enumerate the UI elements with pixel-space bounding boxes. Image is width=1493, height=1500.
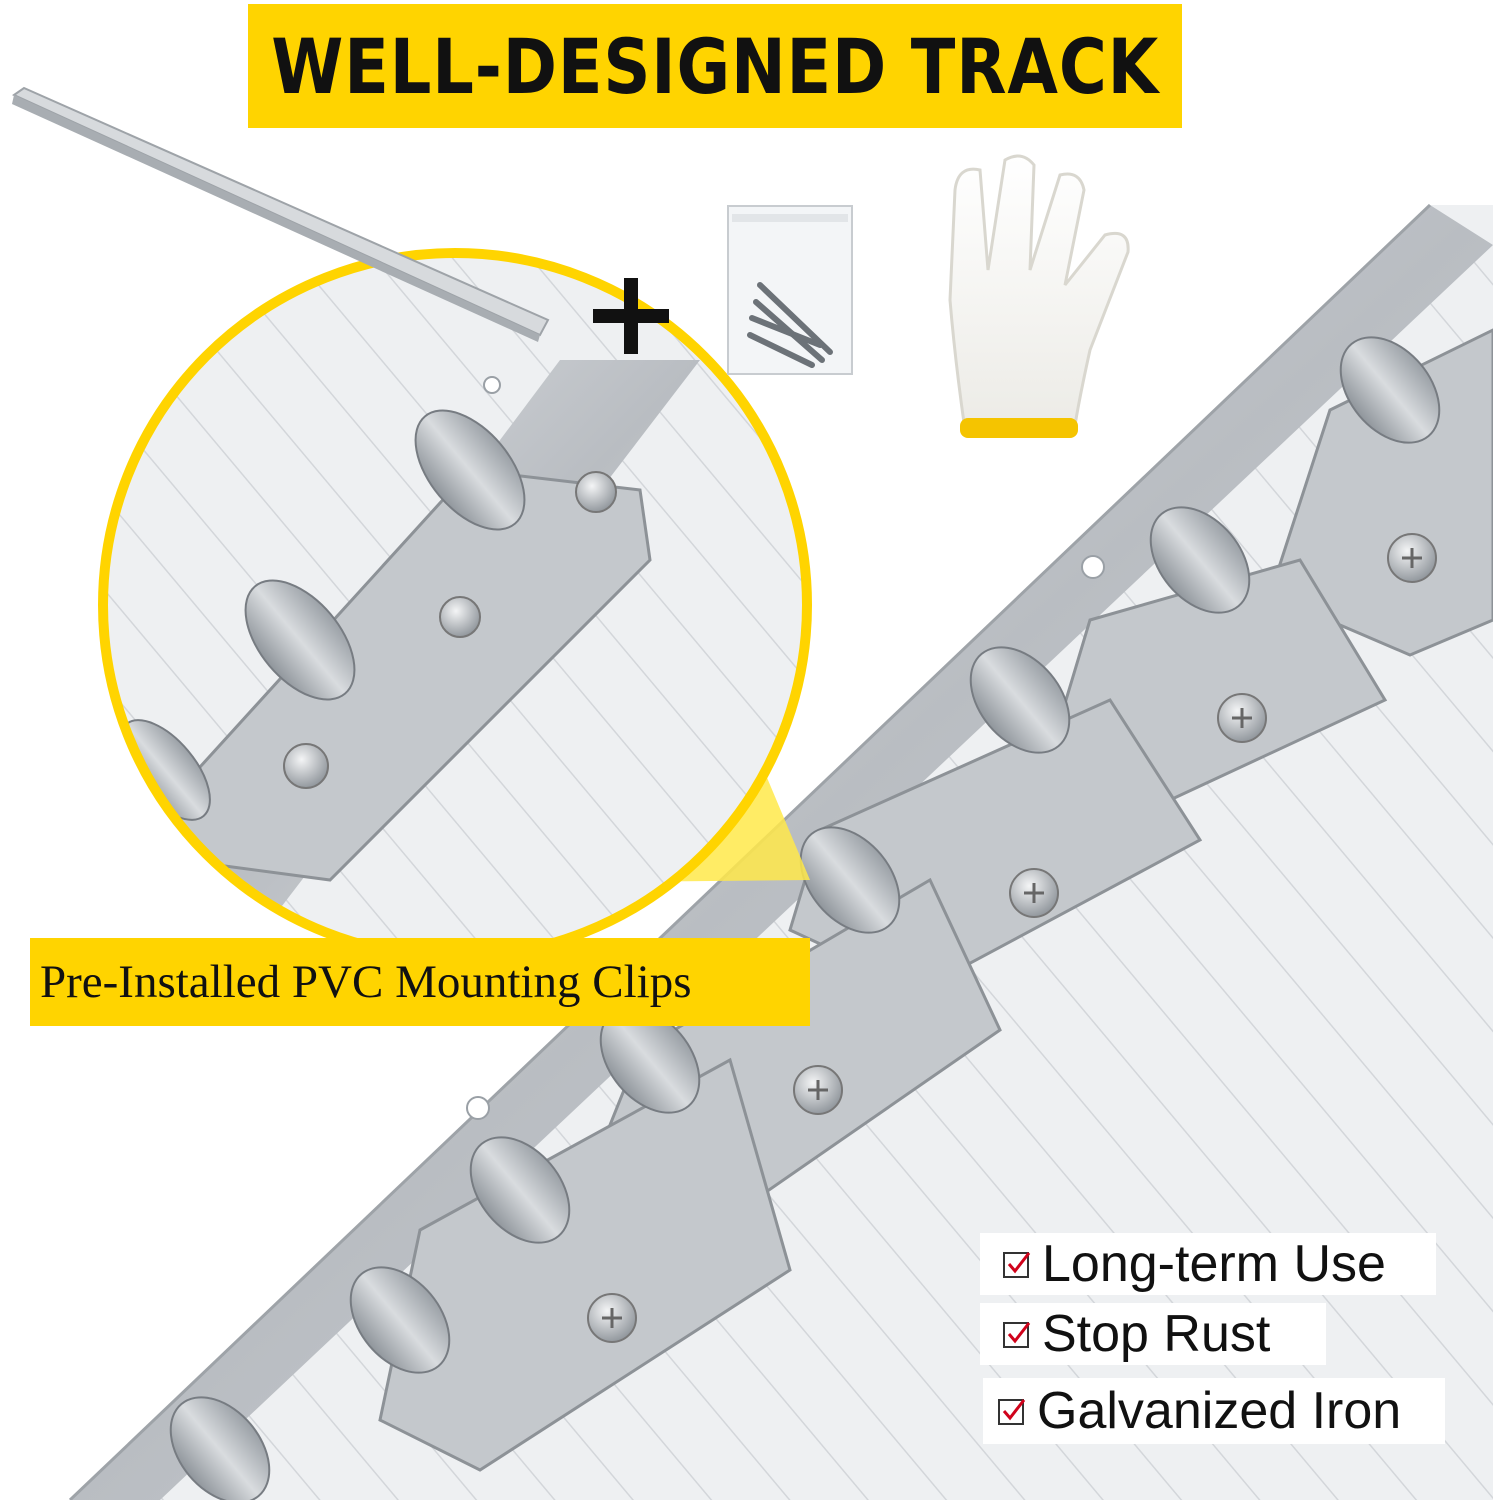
feature-long-term-use: Long-term Use: [980, 1233, 1436, 1295]
clip-callout-label: Pre-Installed PVC Mounting Clips: [30, 938, 810, 1026]
plus-icon: [593, 278, 669, 354]
feature-galvanized-iron: Galvanized Iron: [983, 1378, 1445, 1444]
page-title: WELL-DESIGNED TRACK: [271, 21, 1159, 111]
feature-stop-rust: Stop Rust: [980, 1303, 1326, 1365]
clip-callout-text: Pre-Installed PVC Mounting Clips: [40, 956, 692, 1008]
track-rail-image: [11, 86, 550, 342]
screw-bag-image: [727, 205, 853, 375]
title-banner: WELL-DESIGNED TRACK: [248, 4, 1182, 128]
checkbox-checked-icon: [1003, 1322, 1031, 1348]
checkbox-checked-icon: [1003, 1252, 1031, 1278]
glove-image: [948, 154, 1130, 438]
magnifier-circle: [98, 248, 812, 962]
feature-label: Long-term Use: [1042, 1235, 1386, 1293]
checkbox-checked-icon: [998, 1399, 1026, 1425]
feature-label: Galvanized Iron: [1037, 1382, 1402, 1440]
feature-label: Stop Rust: [1042, 1305, 1271, 1363]
